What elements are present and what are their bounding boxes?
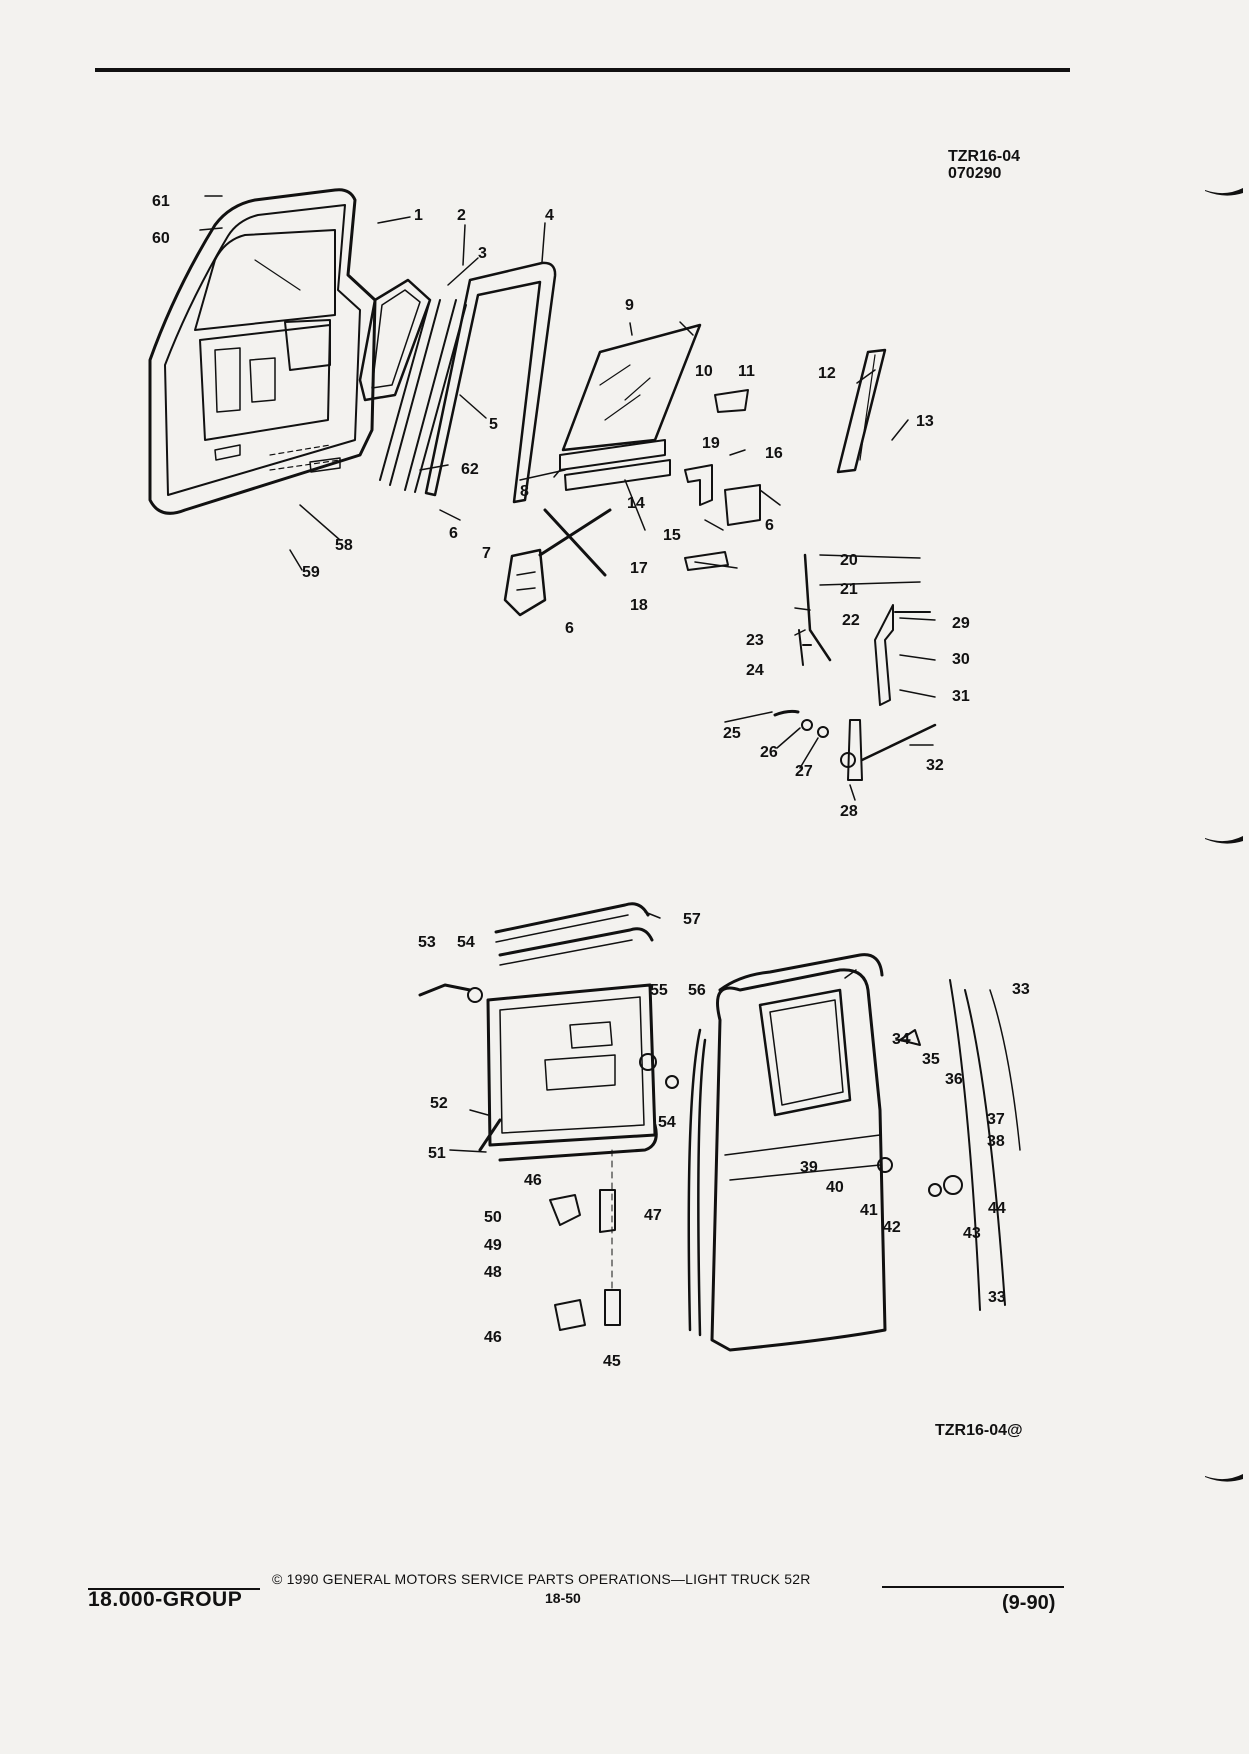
callout-56: 56	[688, 982, 706, 999]
door-inner-panel	[148, 188, 377, 515]
callout-20: 20	[840, 552, 858, 569]
callout-26: 26	[760, 744, 778, 761]
callout-58: 58	[335, 537, 353, 554]
callout-leaders	[199, 195, 936, 1153]
lock-and-rod-hardware	[773, 553, 937, 781]
callout-40: 40	[826, 1179, 844, 1196]
callout-47: 47	[644, 1207, 662, 1224]
callout-5: 5	[489, 416, 498, 433]
footer-group-number: 18.000-GROUP	[88, 1588, 243, 1611]
callout-24: 24	[746, 662, 764, 679]
figure-footer-code: TZR16-04@	[935, 1422, 1023, 1439]
footer-copyright: © 1990 GENERAL MOTORS SERVICE PARTS OPER…	[272, 1571, 811, 1587]
callout-54b: 54	[658, 1114, 676, 1131]
callout-31: 31	[952, 688, 970, 705]
figure-code: TZR16-04	[948, 148, 1021, 165]
callout-46: 46	[524, 1172, 542, 1189]
callout-29: 29	[952, 615, 970, 632]
callout-labels: 1 2 3 4 5 6 6 6 7 8 9 10 11 12 13 14 15 …	[152, 193, 1030, 1370]
callout-57: 57	[683, 911, 701, 928]
footer-rule-left	[88, 1588, 260, 1590]
callout-14: 14	[627, 495, 645, 512]
callout-18: 18	[630, 597, 648, 614]
callout-17: 17	[630, 560, 648, 577]
callout-21: 21	[840, 581, 858, 598]
callout-39: 39	[800, 1159, 818, 1176]
callout-34: 34	[892, 1031, 910, 1048]
callout-16: 16	[765, 445, 783, 462]
callout-54: 54	[457, 934, 475, 951]
callout-62: 62	[461, 461, 479, 478]
door-glass	[559, 323, 702, 491]
callout-43: 43	[963, 1225, 981, 1242]
callout-12: 12	[818, 365, 836, 382]
belt-weatherstrips	[494, 902, 654, 966]
binder-tab-mark	[1205, 188, 1243, 196]
callout-4: 4	[545, 207, 554, 224]
hinge-and-check-hardware	[549, 1029, 963, 1331]
callout-11: 11	[738, 363, 755, 380]
footer-revision-date: (9-90)	[1002, 1592, 1056, 1614]
callout-19: 19	[702, 435, 720, 452]
callout-38: 38	[987, 1133, 1005, 1150]
callout-37: 37	[987, 1111, 1005, 1128]
callout-28: 28	[840, 803, 858, 820]
callout-6c: 6	[565, 620, 574, 637]
callout-41: 41	[860, 1202, 878, 1219]
door-shell	[687, 953, 1021, 1352]
callout-8: 8	[520, 483, 529, 500]
callout-59: 59	[302, 564, 320, 581]
callout-27: 27	[795, 763, 813, 780]
callout-15: 15	[663, 527, 681, 544]
callout-45: 45	[603, 1353, 621, 1370]
callout-25: 25	[723, 725, 741, 742]
callout-52: 52	[430, 1095, 448, 1112]
callout-22: 22	[842, 612, 860, 629]
callout-3: 3	[478, 245, 487, 262]
callout-44: 44	[988, 1200, 1006, 1217]
callout-9: 9	[625, 297, 634, 314]
callout-53: 53	[418, 934, 436, 951]
window-regulator	[503, 348, 887, 617]
callout-35: 35	[922, 1051, 940, 1068]
callout-23: 23	[746, 632, 764, 649]
callout-13: 13	[916, 413, 934, 430]
footer-page-number: 18-50	[545, 1590, 581, 1606]
binder-tab-mark	[1205, 1474, 1243, 1482]
callout-6b: 6	[765, 517, 774, 534]
figure-date: 070290	[948, 165, 1002, 182]
callout-61: 61	[152, 193, 170, 210]
binder-tab-mark	[1205, 836, 1243, 844]
trim-panel	[418, 983, 679, 1162]
callout-49: 49	[484, 1237, 502, 1254]
callout-2: 2	[457, 207, 466, 224]
callout-30: 30	[952, 651, 970, 668]
vent-window-assembly	[358, 261, 557, 504]
callout-6: 6	[449, 525, 458, 542]
callout-7: 7	[482, 545, 491, 562]
callout-60: 60	[152, 230, 170, 247]
callout-42: 42	[883, 1219, 901, 1236]
callout-32: 32	[926, 757, 944, 774]
callout-50: 50	[484, 1209, 502, 1226]
top-rule	[95, 68, 1070, 72]
callout-1: 1	[414, 207, 423, 224]
footer-rule-right	[882, 1586, 1064, 1588]
callout-48: 48	[484, 1264, 502, 1281]
callout-51: 51	[428, 1145, 446, 1162]
callout-55: 55	[650, 982, 668, 999]
callout-36: 36	[945, 1071, 963, 1088]
callout-33: 33	[1012, 981, 1030, 998]
callout-46b: 46	[484, 1329, 502, 1346]
callout-33b: 33	[988, 1289, 1006, 1306]
callout-10: 10	[695, 363, 713, 380]
